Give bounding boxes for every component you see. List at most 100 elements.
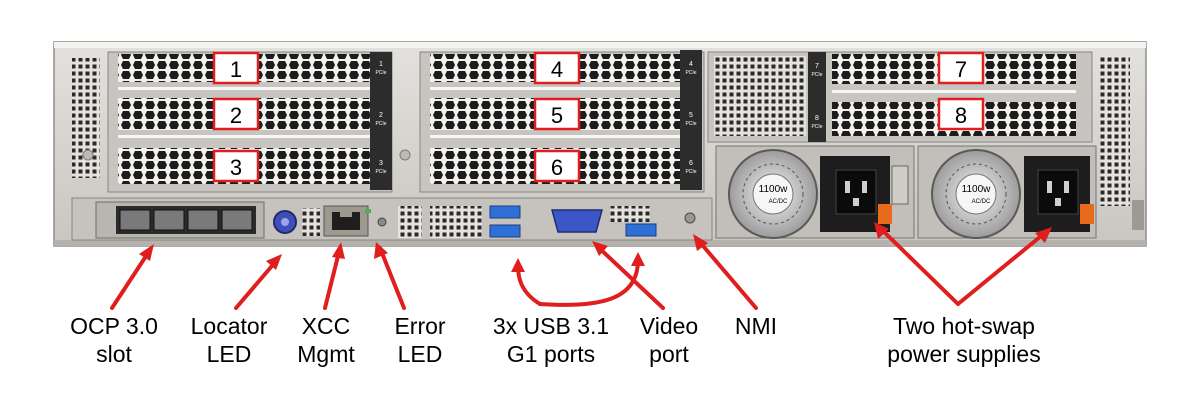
- riser-bus-4: PCIe: [685, 70, 696, 76]
- ocp-sfp-port-4: [221, 209, 253, 231]
- slot-6-number: 6: [551, 155, 563, 180]
- io-panel: [71, 197, 713, 241]
- riser-bus-8: PCIe: [811, 124, 822, 130]
- arrow-ocp: [110, 248, 152, 310]
- slot-8-box: [937, 97, 985, 131]
- arrowhead-usb-1: [511, 258, 525, 272]
- psu-2-fan-hub: [955, 173, 997, 215]
- riser-3-vent: [714, 56, 806, 136]
- psu-1-fan-hub: [752, 173, 794, 215]
- riser-label-4: 4: [689, 61, 693, 68]
- riser-label-1: 1: [379, 61, 383, 68]
- arrowhead-nmi: [693, 234, 708, 251]
- callout-video-line1: Video: [639, 313, 699, 339]
- callout-xcc-line2: Mgmt: [297, 341, 355, 367]
- arrow-usb-2: [538, 258, 640, 307]
- slot-3-box: [212, 149, 260, 183]
- riser-cage-3: 7 PCIe 8 PCIe: [707, 51, 1093, 143]
- arrow-nmi: [696, 238, 758, 310]
- callout-video-port: Video port: [624, 312, 714, 368]
- riser-bus-6: PCIe: [685, 169, 696, 175]
- arrow-psu-1: [878, 226, 960, 306]
- callout-power-supplies: Two hot-swap power supplies: [866, 312, 1062, 368]
- riser-label-6: 6: [689, 160, 693, 167]
- callout-psu-line1: Two hot-swap: [893, 313, 1035, 339]
- callout-error-led: Error LED: [378, 312, 462, 368]
- callout-locator-line2: LED: [206, 341, 252, 367]
- psu-2-watts: 1100w: [962, 184, 992, 195]
- xcc-rj45-port: [332, 212, 360, 230]
- slot-4-number: 4: [551, 57, 563, 82]
- callout-psu-line2: power supplies: [887, 341, 1041, 367]
- xcc-port-housing: [323, 205, 369, 237]
- callout-error-line1: Error: [394, 313, 446, 339]
- power-supply-2: 1100w AC/DC: [917, 145, 1097, 239]
- slot-2-box: [212, 97, 260, 131]
- io-vent-small-1: [302, 208, 320, 236]
- slot-4-box: [533, 51, 581, 85]
- slot-6-box: [533, 149, 581, 183]
- xcc-rj45-tab: [340, 212, 352, 217]
- slot-7-box: [937, 51, 985, 85]
- psu-2-release-handle: [1080, 204, 1094, 224]
- riser-label-2: 2: [379, 112, 383, 119]
- psu-2-ac-inlet: [1037, 169, 1079, 215]
- riser-2-latch: [680, 50, 702, 190]
- arrow-locator: [234, 258, 279, 310]
- slot-3-number: 3: [230, 155, 242, 180]
- callout-ocp-line2: slot: [96, 341, 132, 367]
- psu-1-ac-inlet: [835, 169, 877, 215]
- vga-port: [551, 209, 603, 233]
- psu-1-type: AC/DC: [769, 199, 788, 205]
- slot-5-number: 5: [551, 103, 563, 128]
- riser-bus-7: PCIe: [811, 72, 822, 78]
- callout-usb-line2: G1 ports: [506, 341, 596, 367]
- psu-2-type: AC/DC: [972, 199, 991, 205]
- ocp-sfp-port-2: [153, 209, 185, 231]
- slot-8-number: 8: [955, 103, 967, 128]
- arrow-xcc: [323, 246, 342, 310]
- riser-label-7: 7: [815, 63, 819, 70]
- slot-2-number: 2: [230, 103, 242, 128]
- callout-locator-line1: Locator: [190, 313, 268, 339]
- arrow-video: [595, 244, 665, 310]
- arrowhead-psu-1: [874, 222, 889, 239]
- callout-xcc-mgmt: XCC Mgmt: [284, 312, 368, 368]
- arrow-psu-2: [956, 230, 1048, 306]
- usb-port-3: [625, 223, 657, 237]
- io-vent-small-3: [430, 206, 482, 238]
- callout-ocp-slot: OCP 3.0 slot: [48, 312, 180, 368]
- nmi-button: [684, 212, 696, 224]
- callout-nmi: NMI: [720, 312, 792, 340]
- callout-nmi-line1: NMI: [734, 313, 778, 339]
- callout-error-line2: LED: [397, 341, 443, 367]
- riser-label-8: 8: [815, 115, 819, 122]
- riser-1-latch: [370, 52, 392, 190]
- right-vent: [1100, 56, 1130, 206]
- xcc-link-led: [365, 209, 371, 213]
- slot-5-box: [533, 97, 581, 131]
- slot-1-number: 1: [230, 57, 242, 82]
- callout-ocp-line1: OCP 3.0: [70, 313, 158, 339]
- riser-bus-5: PCIe: [685, 121, 696, 127]
- callout-usb-line1: 3x USB 3.1: [492, 313, 610, 339]
- thumbscrew-mid: [399, 149, 411, 161]
- arrowhead-locator: [266, 254, 282, 270]
- callout-xcc-line1: XCC: [301, 313, 351, 339]
- psu-1-status-leds: [891, 165, 909, 205]
- error-led: [377, 217, 387, 227]
- callout-locator-led: Locator LED: [174, 312, 284, 368]
- arrowhead-video: [592, 241, 608, 256]
- arrowhead-psu-2: [1035, 227, 1052, 243]
- riser-3-latch: [808, 52, 826, 142]
- slot-7-number: 7: [955, 57, 967, 82]
- arrowhead-error: [374, 242, 388, 259]
- callout-arrowheads: [139, 222, 1052, 272]
- arrow-error: [378, 246, 406, 310]
- ocp-sfp-port-3: [187, 209, 219, 231]
- ocp-sfp-port-1: [119, 209, 151, 231]
- psu-1-watts: 1100w: [759, 184, 789, 195]
- arrowhead-xcc: [332, 242, 345, 259]
- usb-port-1: [489, 205, 521, 219]
